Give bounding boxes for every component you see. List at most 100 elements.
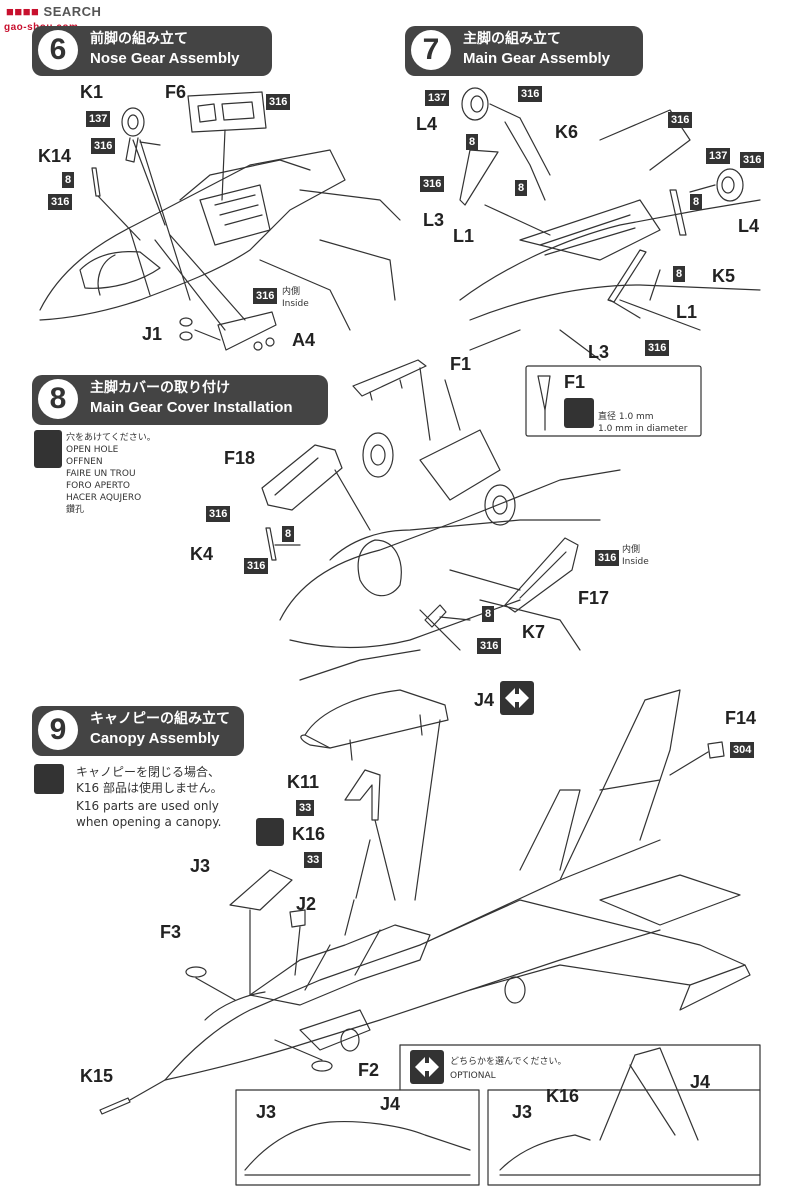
canopy-note-4: when opening a canopy. (76, 815, 222, 829)
caution-icon (256, 818, 284, 846)
open-hole-note-2: OPEN HOLE (66, 445, 119, 455)
paint-code-304: 304 (730, 742, 755, 758)
step-8-title-en: Main Gear Cover Installation (90, 399, 293, 416)
open-hole-note-1: 穴をあけてください。 (66, 433, 156, 443)
drill-hole-icon (564, 398, 594, 428)
optional-note-jp: どちらかを選んでください。 (450, 1057, 567, 1067)
open-hole-note-6: HACER AQUJERO (66, 493, 142, 503)
part-label-f1: F1 (450, 354, 472, 374)
inside-note-en: Inside (282, 299, 309, 309)
optional-note-en: OPTIONAL (450, 1071, 496, 1081)
main-gear-section-drawing (459, 87, 761, 361)
part-label-f14: F14 (725, 708, 757, 728)
part-label-a4: A4 (292, 330, 316, 350)
paint-code-316: 316 (740, 152, 765, 168)
canopy-note-2: K16 部品は使用しません。 (76, 781, 223, 795)
step-8-number: 8 (38, 379, 78, 419)
step-7-title-en: Main Gear Assembly (463, 50, 611, 67)
part-label-l1: L1 (676, 302, 698, 322)
part-label-k16: K16 (292, 824, 326, 844)
paint-code-316: 316 (668, 112, 693, 128)
part-label-l4: L4 (738, 216, 760, 236)
open-hole-note-4: FAIRE UN TROU (66, 469, 136, 479)
part-label-l4: L4 (416, 114, 438, 134)
paint-code-8: 8 (482, 606, 495, 622)
paint-code-316: 316 (266, 94, 291, 110)
part-label-k6: K6 (555, 122, 579, 142)
step-7-number: 7 (411, 30, 451, 70)
paint-code-137: 137 (706, 148, 731, 164)
part-label-j4: J4 (380, 1094, 401, 1114)
paint-code-316: 316 (91, 138, 116, 154)
paint-code-316: 316 (206, 506, 231, 522)
paint-code-8: 8 (690, 194, 703, 210)
nose-section-drawing (39, 91, 401, 351)
aircraft-drawing (99, 689, 761, 1186)
watermark-logo: ■■■■ SEARCH (6, 4, 102, 19)
diameter-note-jp: 直径 1.0 mm (598, 412, 654, 422)
open-hole-note-5: FORO APERTO (66, 481, 130, 491)
step-9-number: 9 (38, 710, 78, 750)
inside-note-jp: 内側 (622, 545, 641, 555)
part-label-f17: F17 (578, 588, 610, 608)
part-label-f6: F6 (165, 82, 187, 102)
part-label-k1: K1 (80, 82, 104, 102)
part-label-j3: J3 (256, 1102, 277, 1122)
part-label-k4: K4 (190, 544, 214, 564)
step-6-title-en: Nose Gear Assembly (90, 50, 240, 67)
paint-code-137: 137 (86, 111, 111, 127)
part-label-k5: K5 (712, 266, 736, 286)
canopy-note-3: K16 parts are used only (76, 799, 219, 813)
part-label-j4: J4 (474, 690, 495, 710)
paint-code-316: 316 (244, 558, 269, 574)
caution-icon (34, 764, 64, 794)
step-9-title-jp: キャノピーの組み立て (90, 711, 230, 727)
step-8-title-jp: 主脚カバーの取り付け (90, 380, 230, 396)
part-label-f18: F18 (224, 448, 256, 468)
paint-code-8: 8 (282, 526, 295, 542)
part-label-l3: L3 (423, 210, 445, 230)
part-label-f1-detail: F1 (564, 372, 586, 392)
open-hole-note-7: 鑽孔 (66, 505, 85, 515)
part-label-l1: L1 (453, 226, 475, 246)
inside-note-en: Inside (622, 557, 649, 567)
inside-note-jp: 内側 (282, 287, 301, 297)
info-icons (410, 681, 534, 1084)
open-hole-note-3: OFFNEN (66, 457, 103, 467)
paint-code-137: 137 (425, 90, 450, 106)
part-label-k7: K7 (522, 622, 546, 642)
part-label-j3: J3 (190, 856, 211, 876)
diameter-note-en: 1.0 mm in diameter (598, 424, 688, 434)
part-label-j2: J2 (296, 894, 317, 914)
paint-code-316: 316 (48, 194, 73, 210)
paint-code-316: 316 (595, 550, 620, 566)
paint-code-316: 316 (420, 176, 445, 192)
paint-code-33: 33 (296, 800, 315, 816)
watermark-brand: SEARCH (43, 4, 102, 19)
part-label-j4: J4 (690, 1072, 711, 1092)
step-8-header: 8 主脚カバーの取り付け Main Gear Cover Installatio… (32, 375, 328, 425)
paint-code-316: 316 (645, 340, 670, 356)
step-7-title-jp: 主脚の組み立て (463, 31, 561, 47)
part-label-k11: K11 (287, 772, 320, 792)
paint-code-8: 8 (515, 180, 528, 196)
step-9-header: 9 キャノピーの組み立て Canopy Assembly (32, 706, 244, 756)
gear-cover-section-drawing (261, 359, 702, 681)
part-label-k15: K15 (80, 1066, 114, 1086)
part-label-f3: F3 (160, 922, 182, 942)
paint-code-316: 316 (253, 288, 278, 304)
step-7-header: 7 主脚の組み立て Main Gear Assembly (405, 26, 643, 76)
step-6-header: 6 前脚の組み立て Nose Gear Assembly (32, 26, 272, 76)
step-6-number: 6 (38, 30, 78, 70)
part-label-j1: J1 (142, 324, 163, 344)
part-label-j3: J3 (512, 1102, 533, 1122)
step-6-title-jp: 前脚の組み立て (90, 31, 188, 47)
part-label-k16: K16 (546, 1086, 580, 1106)
paint-code-33: 33 (304, 852, 323, 868)
paint-code-8: 8 (673, 266, 686, 282)
paint-code-316: 316 (518, 86, 543, 102)
part-label-k14: K14 (38, 146, 72, 166)
part-label-f2: F2 (358, 1060, 380, 1080)
paint-code-316: 316 (477, 638, 502, 654)
